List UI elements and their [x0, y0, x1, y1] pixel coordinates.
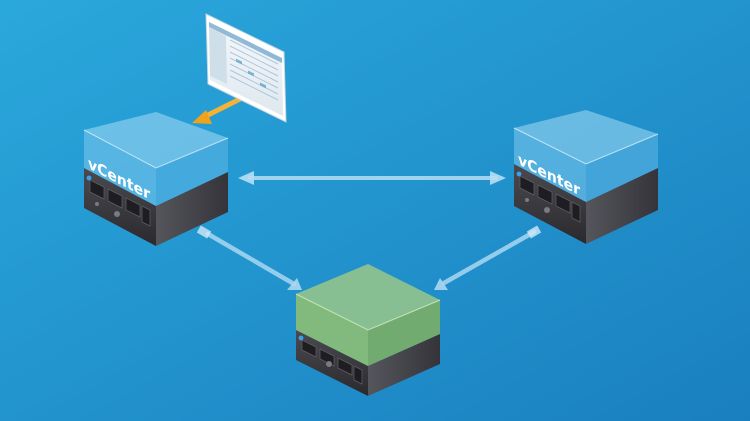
client-window [205, 13, 287, 123]
server-power-led [298, 335, 304, 341]
node-center [295, 264, 441, 396]
server-drive-bays [89, 179, 151, 227]
node-vcenter-right: vCenter [513, 110, 659, 244]
edge-vcenter-left-to-vcenter-right [238, 171, 506, 185]
server-drive-bays [301, 339, 363, 385]
edge-vcenter-left-to-center-node [196, 225, 302, 290]
node-vcenter-left: vCenter [83, 112, 229, 246]
server-power-led [86, 175, 92, 181]
server-power-led [516, 171, 522, 177]
edge-vcenter-right-to-center-node [434, 225, 542, 290]
server-drive-bays [519, 175, 581, 223]
